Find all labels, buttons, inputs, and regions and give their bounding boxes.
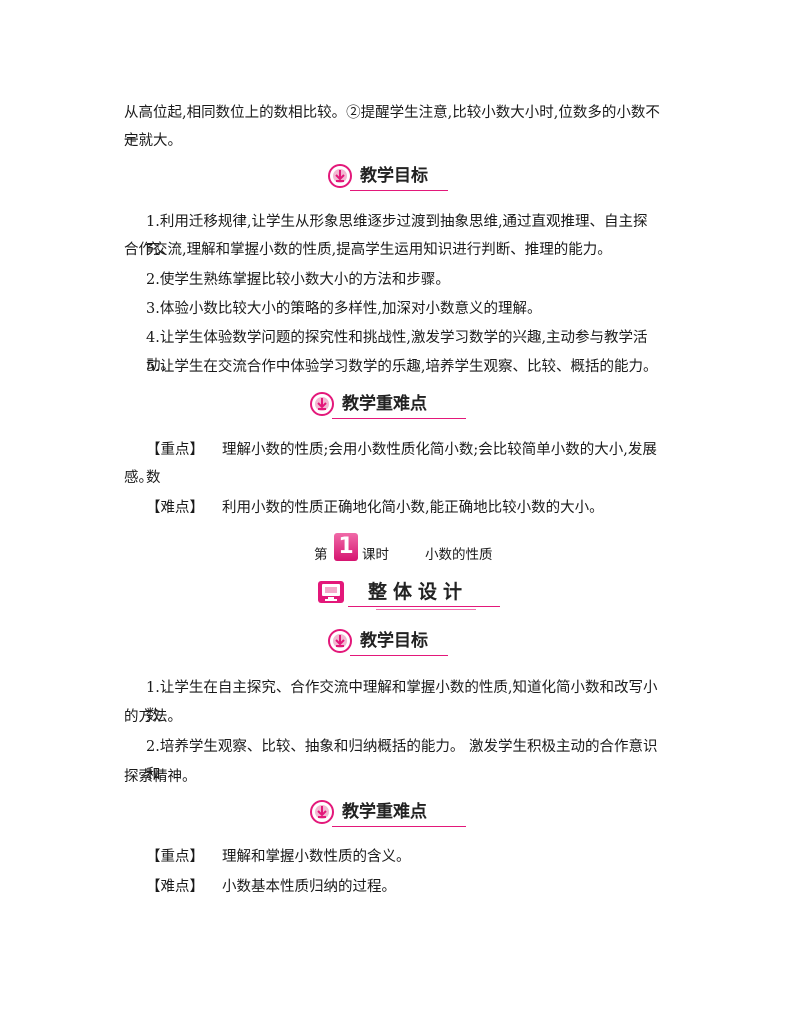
key-text: 理解小数的性质;会用小数性质化简小数;会比较简单小数的大小,发展数	[146, 442, 657, 486]
lesson-objective-2-line-1: 2.培养学生观察、比较、抽象和归纳概括的能力。 激发学生积极主动的合作意识和	[146, 739, 658, 783]
lesson-suffix: 课时	[362, 547, 389, 563]
design-rule	[348, 606, 500, 607]
section-title: 教学重难点	[342, 394, 427, 414]
section-rule	[350, 655, 448, 656]
section-header-key-points-2: 教学重难点	[310, 798, 470, 828]
lesson-difficulty: 【难点】 小数基本性质归纳的过程。	[146, 873, 670, 901]
difficulty-label: 【难点】	[146, 879, 204, 895]
section-rule	[350, 190, 448, 191]
lesson-objective-1-line-2: 的方法。	[124, 709, 182, 725]
key-point-line-1: 【重点】理解小数的性质;会用小数性质化简小数;会比较简单小数的大小,发展数	[146, 436, 670, 492]
key-point-line-2: 感。	[124, 470, 153, 486]
objective-3: 3.体验小数比较大小的策略的多样性,加深对小数意义的理解。	[146, 301, 542, 317]
lesson-prefix: 第	[314, 547, 328, 563]
section-header-key-points: 教学重难点	[310, 390, 470, 420]
monitor-icon	[318, 581, 344, 603]
download-circle-icon	[328, 629, 352, 653]
section-rule	[332, 418, 466, 419]
lesson-subject: 小数的性质	[425, 547, 493, 563]
objective-1-line-1: 1.利用迁移规律,让学生从形象思维逐步过渡到抽象思维,通过直观推理、自主探究、	[146, 214, 648, 258]
objective-1-line-2: 合作交流,理解和掌握小数的性质,提高学生运用知识进行判断、推理的能力。	[124, 242, 612, 258]
download-circle-icon	[310, 800, 334, 824]
objective-4: 4.让学生体验数学问题的探究性和挑战性,激发学习数学的兴趣,主动参与教学活动。	[146, 330, 648, 374]
section-header-objectives: 教学目标	[328, 162, 448, 192]
difficulty-label: 【难点】	[146, 500, 204, 516]
design-title: 整体设计	[368, 581, 469, 603]
objective-5: 5.让学生在交流合作中体验学习数学的乐趣,培养学生观察、比较、概括的能力。	[146, 359, 658, 375]
difficulty-text: 利用小数的性质正确地化简小数,能正确地比较小数的大小。	[222, 500, 604, 516]
key-label: 【重点】	[146, 442, 204, 458]
lesson-number-badge: 1	[334, 533, 358, 561]
overall-design-header: 整体设计	[318, 577, 500, 610]
intro-line-1: 从高位起,相同数位上的数相比较。②提醒学生注意,比较小数大小时,位数多的小数不一	[124, 105, 660, 149]
intro-line-2: 定就大。	[124, 133, 182, 149]
difficulty-line: 【难点】 利用小数的性质正确地化简小数,能正确地比较小数的大小。	[146, 494, 670, 522]
key-text: 理解和掌握小数性质的含义。	[222, 849, 411, 865]
section-rule	[332, 826, 466, 827]
section-title: 教学目标	[360, 166, 428, 186]
download-circle-icon	[328, 164, 352, 188]
design-rule-secondary	[376, 609, 476, 610]
section-header-objectives-2: 教学目标	[328, 627, 448, 657]
section-title: 教学目标	[360, 631, 428, 651]
download-circle-icon	[310, 392, 334, 416]
lesson-key-point: 【重点】 理解和掌握小数性质的含义。	[146, 843, 670, 871]
difficulty-text: 小数基本性质归纳的过程。	[222, 879, 396, 895]
key-label: 【重点】	[146, 849, 204, 865]
section-title: 教学重难点	[342, 802, 427, 822]
objective-2: 2.使学生熟练掌握比较小数大小的方法和步骤。	[146, 272, 450, 288]
lesson-objective-2-line-2: 探索精神。	[124, 769, 197, 785]
lesson-objective-1-line-1: 1.让学生在自主探究、合作交流中理解和掌握小数的性质,知道化简小数和改写小数	[146, 680, 658, 724]
